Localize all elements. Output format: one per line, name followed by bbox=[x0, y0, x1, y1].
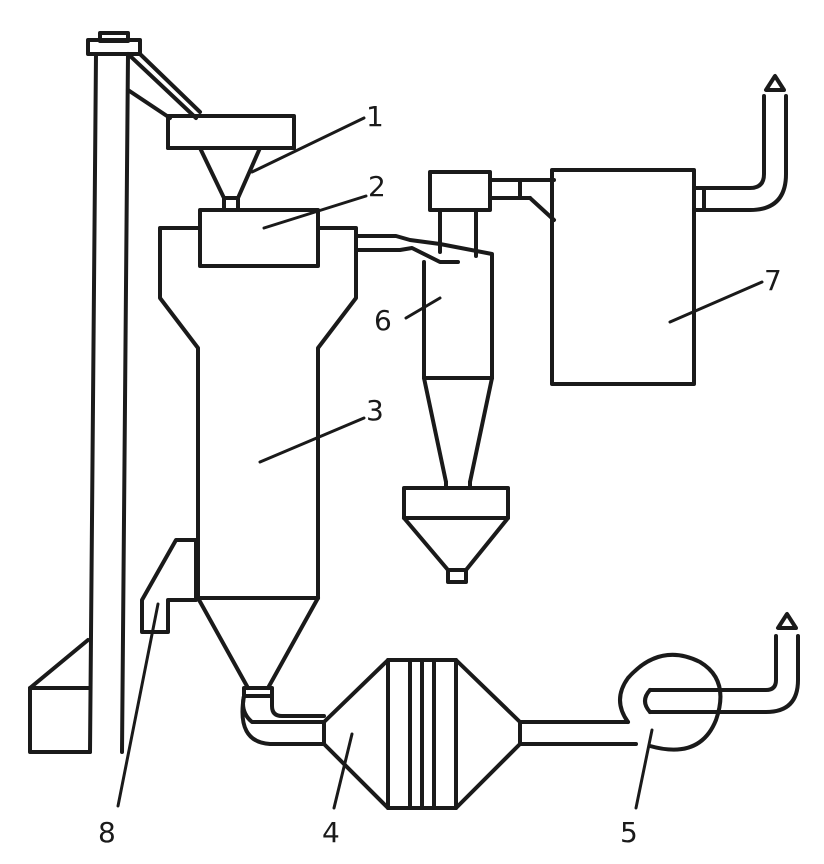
leader-lines bbox=[116, 116, 764, 810]
label-1: 1 bbox=[366, 100, 384, 133]
label-4: 4 bbox=[322, 816, 340, 849]
duct-to-filter bbox=[488, 178, 556, 222]
leader-5 bbox=[634, 728, 654, 810]
label-6: 6 bbox=[374, 304, 392, 337]
side-hood bbox=[140, 538, 198, 634]
feed-hopper bbox=[166, 114, 296, 212]
dryer-column bbox=[158, 226, 358, 698]
feeder bbox=[198, 208, 320, 268]
label-2: 2 bbox=[368, 170, 386, 203]
label-7: 7 bbox=[764, 264, 782, 297]
cyclone-discharge bbox=[402, 486, 510, 584]
bag-filter bbox=[550, 74, 788, 386]
leader-4 bbox=[332, 732, 354, 810]
bucket-elevator bbox=[28, 31, 202, 754]
duct-to-fan bbox=[518, 720, 638, 746]
leader-7 bbox=[668, 280, 764, 324]
leader-6 bbox=[404, 296, 442, 320]
cyclone bbox=[422, 170, 494, 490]
leader-8 bbox=[116, 602, 160, 808]
duct-to-heater bbox=[240, 694, 326, 746]
label-5: 5 bbox=[620, 816, 638, 849]
leader-1 bbox=[250, 116, 366, 174]
duct-to-cyclone bbox=[354, 234, 494, 272]
fan bbox=[618, 612, 800, 752]
label-3: 3 bbox=[366, 394, 384, 427]
leader-2 bbox=[262, 194, 368, 230]
leader-3 bbox=[258, 416, 366, 464]
label-8: 8 bbox=[98, 816, 116, 849]
